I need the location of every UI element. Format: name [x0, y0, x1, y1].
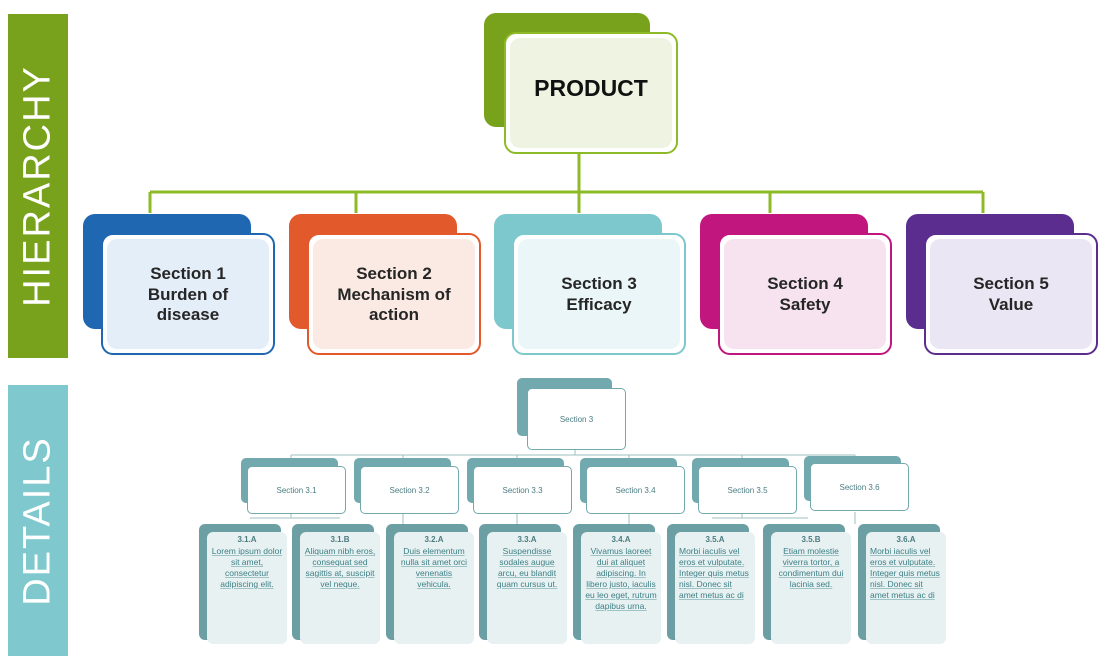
leaf-3-1-a-code: 3.1.A — [237, 535, 257, 544]
details-root-box: Section 3 — [527, 388, 626, 450]
leaf-3-5-b-card: 3.5.B Etiam molestie viverra tortor, a c… — [771, 532, 851, 644]
leaf-3-5-a-code: 3.5.A — [705, 535, 725, 544]
details-root-label: Section 3 — [559, 414, 594, 424]
leaf-3-5-a-text: Morbi iaculis vel eros et vulputate. Int… — [679, 546, 749, 600]
leaf-3-3-a-text: Suspendisse sodales augue arcu, eu bland… — [496, 546, 558, 589]
child-3-5-box: Section 3.5 — [698, 466, 797, 514]
leaf-3-1-b-card: 3.1.B Aliquam nibh eros, consequat sed s… — [300, 532, 380, 644]
section-2-box: Section 2 Mechanism of action — [307, 233, 481, 355]
section-3-box: Section 3 Efficacy — [512, 233, 686, 355]
leaf-3-6-a-card: 3.6.A Morbi iaculis vel eros et vulputat… — [866, 532, 946, 644]
child-3-5-label: Section 3.5 — [727, 485, 768, 495]
leaf-3-4-a-text: Vivamus laoreet dui at aliquet adipiscin… — [585, 546, 657, 611]
section-2-title: Section 2 — [356, 264, 432, 283]
child-3-1-label: Section 3.1 — [276, 485, 317, 495]
section-3-subtitle: Efficacy — [566, 295, 632, 314]
child-3-4-box: Section 3.4 — [586, 466, 685, 514]
section-4-box: Section 4 Safety — [718, 233, 892, 355]
leaf-3-5-b-code: 3.5.B — [801, 535, 821, 544]
leaf-3-5-a-card: 3.5.A Morbi iaculis vel eros et vulputat… — [675, 532, 755, 644]
child-3-2-label: Section 3.2 — [389, 485, 430, 495]
child-3-1-box: Section 3.1 — [247, 466, 346, 514]
leaf-3-1-a-text: Lorem ipsum dolor sit amet, consectetur … — [211, 546, 283, 589]
leaf-3-6-a-text: Morbi iaculis vel eros et vulputate. Int… — [870, 546, 940, 600]
child-3-3-label: Section 3.3 — [502, 485, 543, 495]
product-label: PRODUCT — [534, 74, 648, 101]
section-3-title: Section 3 — [561, 274, 637, 293]
section-5-box: Section 5 Value — [924, 233, 1098, 355]
leaf-3-4-a-code: 3.4.A — [611, 535, 631, 544]
leaf-3-1-a-card: 3.1.A Lorem ipsum dolor sit amet, consec… — [207, 532, 287, 644]
hierarchy-band: HIERARCHY — [8, 14, 68, 358]
section-1-title: Section 1 — [150, 264, 226, 283]
leaf-3-3-a-card: 3.3.A Suspendisse sodales augue arcu, eu… — [487, 532, 567, 644]
leaf-3-6-a-code: 3.6.A — [896, 535, 916, 544]
leaf-3-2-a-text: Duis elementum nulla sit amet orci venen… — [400, 546, 468, 589]
section-4-title: Section 4 — [767, 274, 843, 293]
leaf-3-2-a-code: 3.2.A — [424, 535, 444, 544]
child-3-2-box: Section 3.2 — [360, 466, 459, 514]
section-2-subtitle: Mechanism of action — [337, 285, 451, 324]
leaf-3-1-b-code: 3.1.B — [330, 535, 350, 544]
product-box: PRODUCT — [504, 32, 678, 154]
child-3-6-box: Section 3.6 — [810, 463, 909, 511]
child-3-6-label: Section 3.6 — [839, 482, 880, 492]
leaf-3-1-b-text: Aliquam nibh eros, consequat sed sagitti… — [304, 546, 376, 589]
child-3-4-label: Section 3.4 — [615, 485, 656, 495]
leaf-3-5-b-text: Etiam molestie viverra tortor, a condime… — [778, 546, 844, 589]
leaf-3-2-a-card: 3.2.A Duis elementum nulla sit amet orci… — [394, 532, 474, 644]
section-1-box: Section 1 Burden of disease — [101, 233, 275, 355]
section-1-subtitle: Burden of disease — [147, 285, 229, 324]
leaf-3-4-a-card: 3.4.A Vivamus laoreet dui at aliquet adi… — [581, 532, 661, 644]
section-5-subtitle: Value — [988, 295, 1034, 314]
details-band: DETAILS — [8, 385, 68, 656]
leaf-3-3-a-code: 3.3.A — [517, 535, 537, 544]
section-4-subtitle: Safety — [779, 295, 831, 314]
section-5-title: Section 5 — [973, 274, 1049, 293]
child-3-3-box: Section 3.3 — [473, 466, 572, 514]
